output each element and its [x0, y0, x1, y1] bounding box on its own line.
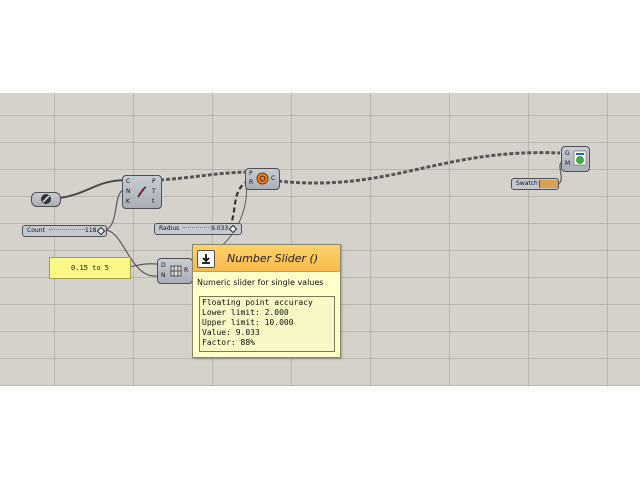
- divide-input-k[interactable]: K: [126, 198, 130, 205]
- count-slider-value: 118: [85, 227, 97, 234]
- tooltip-line: Floating point accuracy: [202, 298, 313, 307]
- tooltip-line: Lower limit: 2.000: [202, 308, 289, 317]
- tooltip-description: Numeric slider for single values: [197, 278, 324, 287]
- tooltip-title: Number Slider (): [227, 252, 319, 265]
- text-panel[interactable]: 0.15 to 5: [49, 257, 131, 279]
- download-arrow-icon: [197, 250, 215, 268]
- wire-divide-to-circle: [159, 170, 247, 182]
- circle-input-r[interactable]: R: [249, 179, 254, 186]
- divide-curve-component[interactable]: C N K P T t: [122, 175, 162, 209]
- range-input-d[interactable]: D: [161, 262, 166, 269]
- range-icon: [170, 265, 182, 277]
- range-input-n[interactable]: N: [161, 272, 166, 279]
- custom-preview-component[interactable]: G M: [561, 146, 590, 172]
- count-slider-label: Count: [27, 227, 45, 234]
- preview-input-m[interactable]: M: [565, 160, 571, 167]
- divide-output-t-lower[interactable]: t: [152, 198, 155, 205]
- tooltip-line: Factor: 88%: [202, 338, 255, 347]
- radius-slider-grip[interactable]: [228, 224, 238, 234]
- component-tooltip: Number Slider () Numeric slider for sing…: [192, 244, 341, 358]
- count-slider-grip[interactable]: [96, 226, 106, 236]
- radius-slider[interactable]: Radius 9.033: [154, 223, 242, 235]
- colour-swatch[interactable]: Swatch: [511, 178, 559, 190]
- swatch-colour-box[interactable]: [539, 180, 558, 188]
- radius-slider-value: 9.033: [211, 225, 229, 232]
- wire-circle-to-preview: [277, 151, 561, 185]
- swatch-label: Swatch: [516, 180, 538, 187]
- wire-swatch-to-preview: [557, 161, 563, 185]
- circle-component[interactable]: P R C: [245, 168, 280, 190]
- wire-toggle-to-divide: [59, 179, 126, 199]
- tooltip-line: Upper limit: 10.000: [202, 318, 294, 327]
- wire-panel-to-range: [128, 263, 158, 268]
- divide-input-n[interactable]: N: [126, 188, 131, 195]
- radius-slider-label: Radius: [159, 225, 180, 232]
- circle-output-c[interactable]: C: [271, 175, 276, 182]
- panel-text: 0.15 to 5: [71, 264, 109, 272]
- tooltip-line: Value: 9.033: [202, 328, 260, 337]
- wire-radius-to-circle: [227, 181, 247, 228]
- preview-input-g[interactable]: G: [565, 150, 570, 157]
- divide-input-c[interactable]: C: [126, 178, 131, 185]
- grasshopper-canvas[interactable]: Count 118 C N K P T t P R: [0, 93, 640, 386]
- range-component[interactable]: D N R: [157, 258, 193, 284]
- count-slider[interactable]: Count 118: [22, 225, 107, 237]
- radius-slider-track[interactable]: [183, 227, 209, 228]
- tooltip-details: Floating point accuracy Lower limit: 2.0…: [199, 296, 335, 352]
- boolean-toggle-icon: [41, 194, 51, 204]
- wire-count-to-range: [105, 229, 158, 277]
- circle-input-p[interactable]: P: [249, 170, 253, 177]
- divide-output-t[interactable]: T: [152, 188, 156, 195]
- tooltip-header: Number Slider (): [193, 245, 340, 272]
- custom-preview-icon: [573, 150, 587, 166]
- divide-output-p[interactable]: P: [152, 178, 156, 185]
- boolean-toggle[interactable]: [31, 192, 61, 207]
- range-output-r[interactable]: R: [184, 267, 189, 274]
- circle-icon: [256, 172, 269, 185]
- divide-curve-icon: [137, 186, 147, 198]
- count-slider-track[interactable]: [49, 229, 85, 230]
